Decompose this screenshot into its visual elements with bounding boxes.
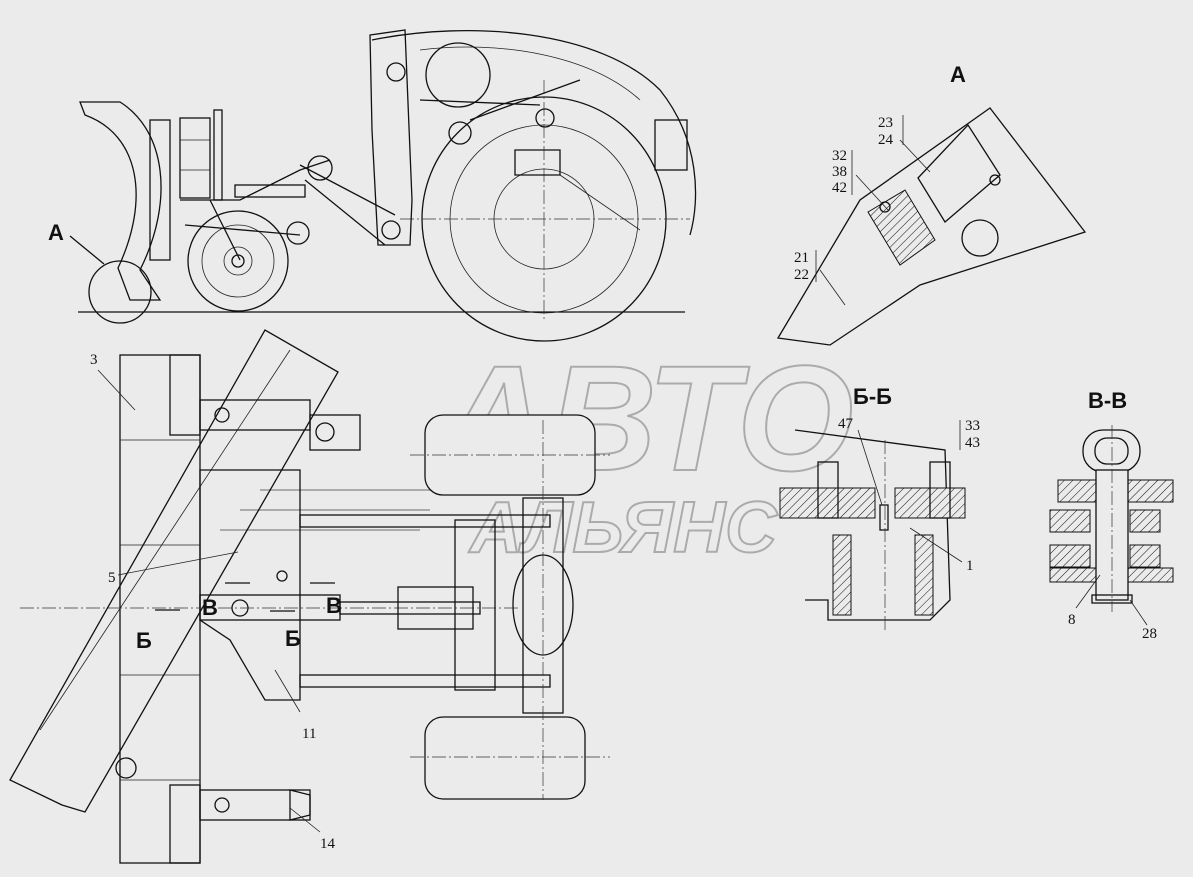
blade-side bbox=[79, 101, 162, 301]
label-38: 38 bbox=[832, 164, 847, 180]
cut-b-right: Б bbox=[285, 626, 301, 651]
label-1: 1 bbox=[966, 558, 974, 574]
side-view: А bbox=[48, 29, 697, 342]
label-14: 14 bbox=[320, 836, 336, 852]
watermark-stripes-icon bbox=[220, 489, 440, 531]
label-43: 43 bbox=[965, 435, 980, 451]
blade-plan bbox=[9, 329, 339, 813]
label-22: 22 bbox=[794, 267, 809, 283]
section-bb-title: Б-Б bbox=[853, 384, 892, 409]
label-47: 47 bbox=[838, 416, 854, 432]
label-23: 23 bbox=[878, 115, 893, 131]
cut-b-left: Б bbox=[136, 628, 152, 653]
cut-v-right: В bbox=[326, 593, 342, 618]
detail-a-callout: А bbox=[48, 220, 64, 245]
watermark-line2: АЛЬЯНС bbox=[468, 488, 778, 568]
detail-a: А 23 24 32 38 42 21 22 bbox=[776, 62, 1087, 346]
cut-v-left: В bbox=[202, 595, 218, 620]
detail-a-hatched-part bbox=[867, 189, 936, 266]
label-24: 24 bbox=[878, 132, 894, 148]
gauge-wheel bbox=[187, 210, 289, 312]
detail-a-plate bbox=[776, 107, 1087, 346]
front-tire-lower bbox=[424, 716, 586, 800]
section-vv: В-В 8 28 bbox=[1049, 388, 1174, 642]
label-32: 32 bbox=[832, 148, 847, 164]
section-bb-outline bbox=[794, 429, 951, 621]
label-3: 3 bbox=[90, 352, 98, 368]
label-42: 42 bbox=[832, 180, 847, 196]
label-11: 11 bbox=[302, 726, 316, 742]
detail-a-circle bbox=[88, 260, 152, 324]
fender bbox=[371, 30, 697, 236]
section-bb: Б-Б 47 33 43 1 bbox=[779, 384, 980, 630]
tractor-frame bbox=[369, 29, 413, 246]
label-28: 28 bbox=[1142, 626, 1157, 642]
detail-a-title: А bbox=[950, 62, 966, 87]
label-8: 8 bbox=[1068, 612, 1076, 628]
pin-handle bbox=[1082, 429, 1141, 473]
plan-view: Б В Б В 3 5 11 14 bbox=[9, 329, 610, 864]
hydraulic-cylinder bbox=[179, 117, 211, 199]
label-21: 21 bbox=[794, 250, 809, 266]
label-5: 5 bbox=[108, 570, 116, 586]
main-beam bbox=[119, 354, 201, 864]
section-vv-title: В-В bbox=[1088, 388, 1127, 413]
label-33: 33 bbox=[965, 418, 980, 434]
